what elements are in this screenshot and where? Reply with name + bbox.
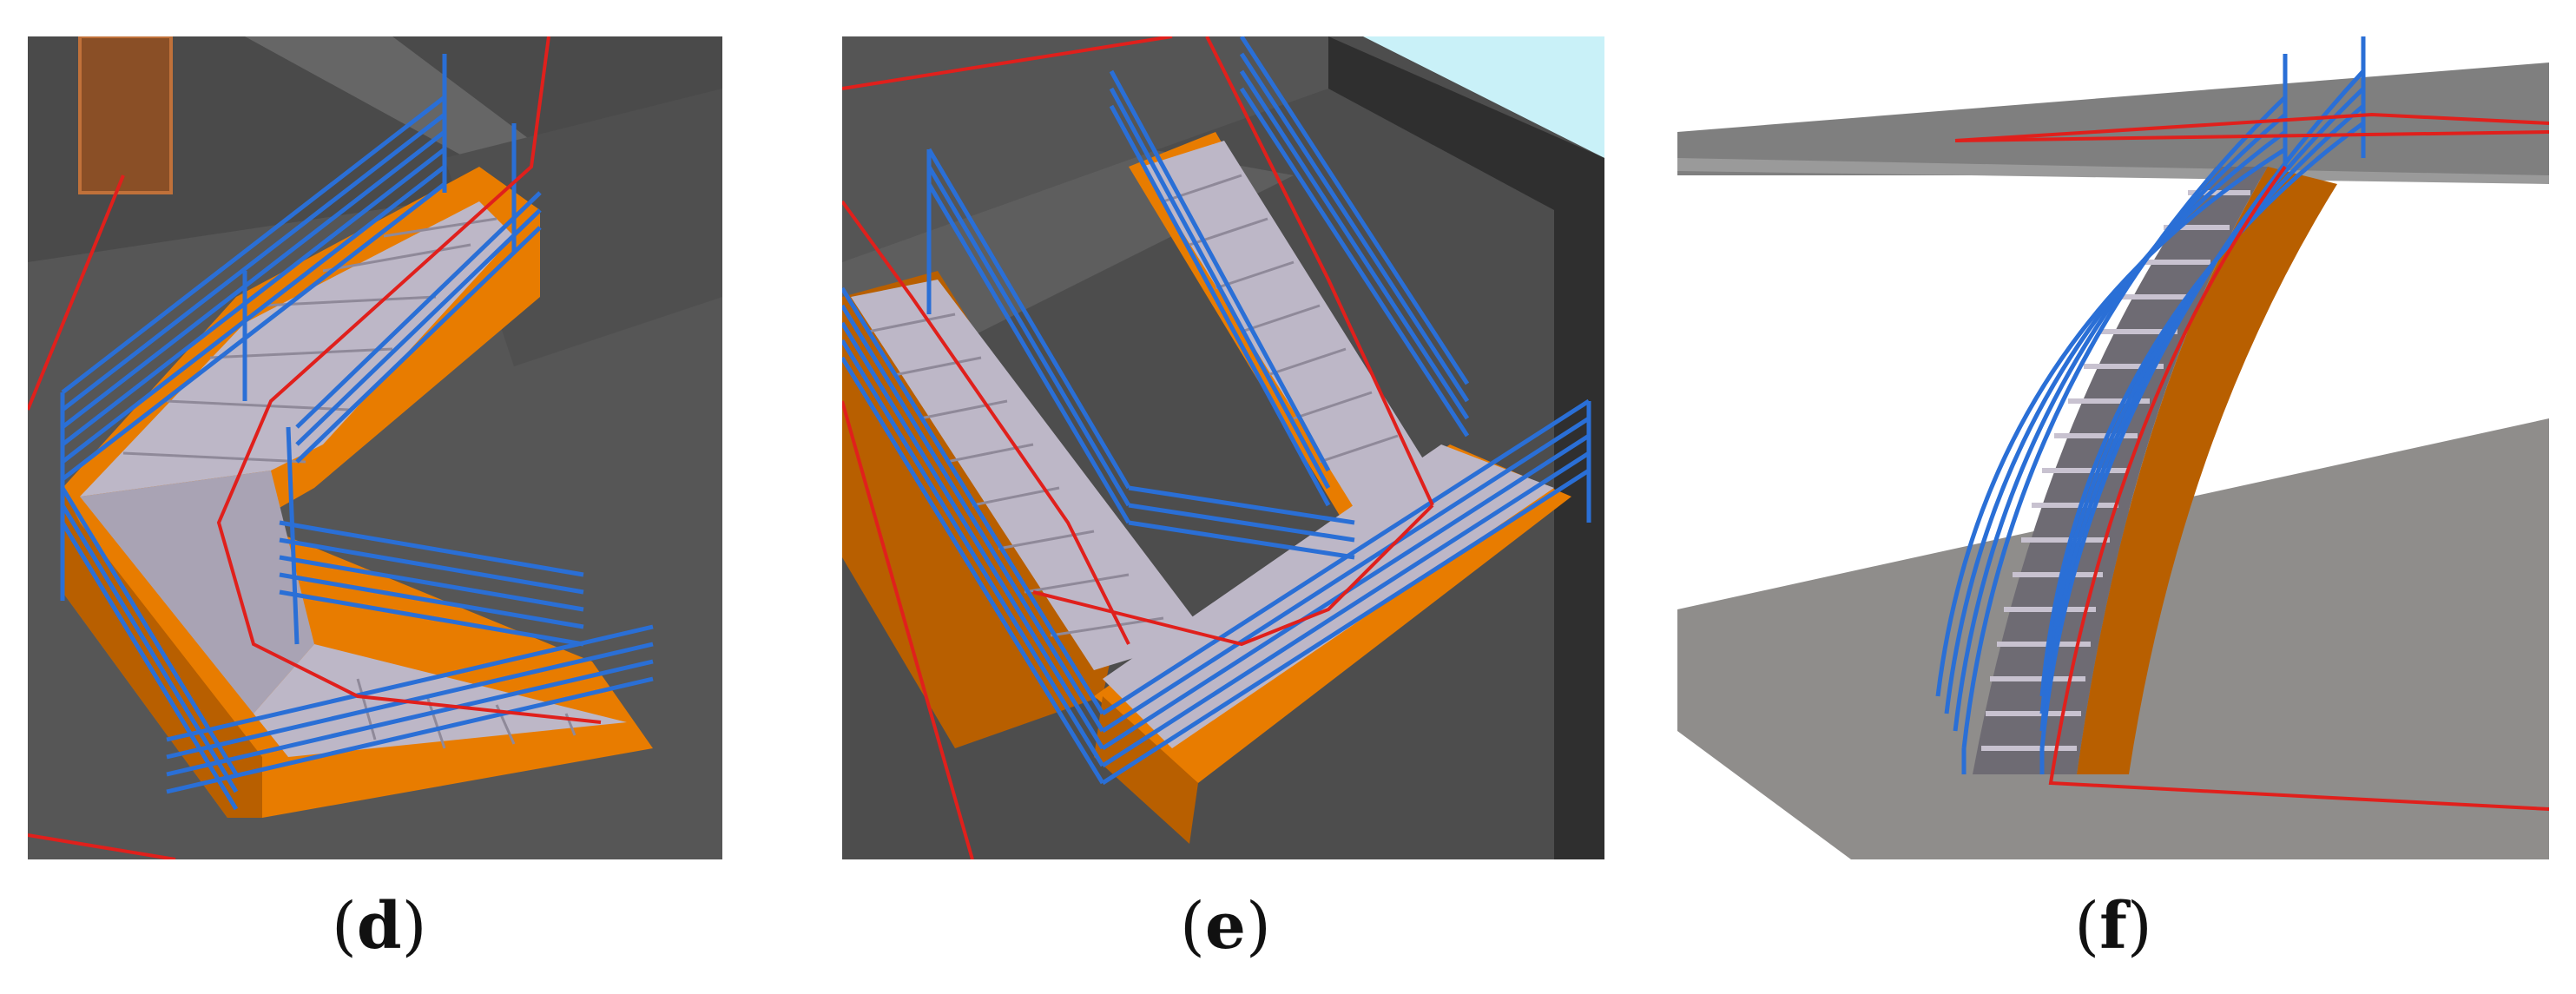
l-shaped-stair-render [28, 36, 722, 859]
curved-stair-render [1677, 36, 2549, 859]
panel-f-image [1677, 36, 2549, 859]
panel-e-image [842, 36, 1604, 859]
caption-e: (e) [1180, 889, 1271, 964]
caption-f: (f) [2074, 889, 2152, 964]
panel-d-image [28, 36, 722, 859]
u-shaped-stair-render [842, 36, 1604, 859]
caption-d: (d) [332, 889, 427, 964]
